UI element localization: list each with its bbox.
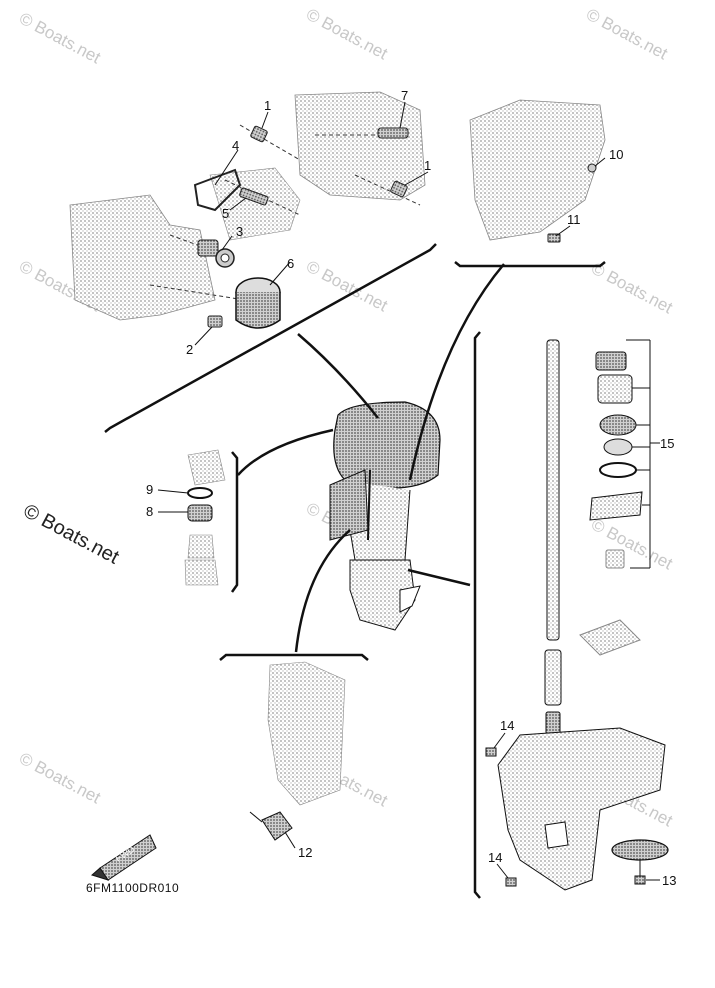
callout-5: 5	[222, 206, 229, 221]
callout-2: 2	[186, 342, 193, 357]
callout-10: 10	[609, 147, 623, 162]
anode-section: 12	[219, 653, 369, 860]
callout-1: 1	[264, 98, 271, 113]
outboard-motor	[237, 263, 505, 653]
callout-4: 4	[232, 138, 239, 153]
callout-15: 15	[660, 436, 674, 451]
callout-14: 14	[500, 718, 514, 733]
callout-7: 7	[401, 88, 408, 103]
callout-13: 13	[662, 873, 676, 888]
watermark: © Boats.net	[303, 257, 391, 316]
fwd-arrow-mark: FWD	[90, 834, 157, 881]
callout-6: 6	[287, 256, 294, 271]
diagram-code: 6FM1100DR010	[86, 881, 179, 895]
watermark: © Boats.net	[588, 259, 676, 318]
callout-14: 14	[488, 850, 502, 865]
watermark: © Boats.net	[583, 5, 671, 64]
thermostat-section: 9 8	[146, 449, 239, 593]
watermark: © Boats.net	[588, 515, 676, 574]
callout-8: 8	[146, 504, 153, 519]
lower-unit-section: 15 13 14 14	[473, 331, 676, 899]
callout-9: 9	[146, 482, 153, 497]
watermark-prominent: © Boats.net	[20, 500, 123, 569]
callout-3: 3	[236, 224, 243, 239]
callout-12: 12	[298, 845, 312, 860]
watermark: © Boats.net	[16, 9, 104, 68]
block-section: 10 11	[454, 99, 623, 268]
watermark: © Boats.net	[16, 749, 104, 808]
watermark: © Boats.net	[303, 5, 391, 64]
callout-11: 11	[567, 212, 581, 227]
callout-1: 1	[424, 158, 431, 173]
powerhead-section: 1 7 1 4 5 3 6 2	[69, 88, 437, 433]
